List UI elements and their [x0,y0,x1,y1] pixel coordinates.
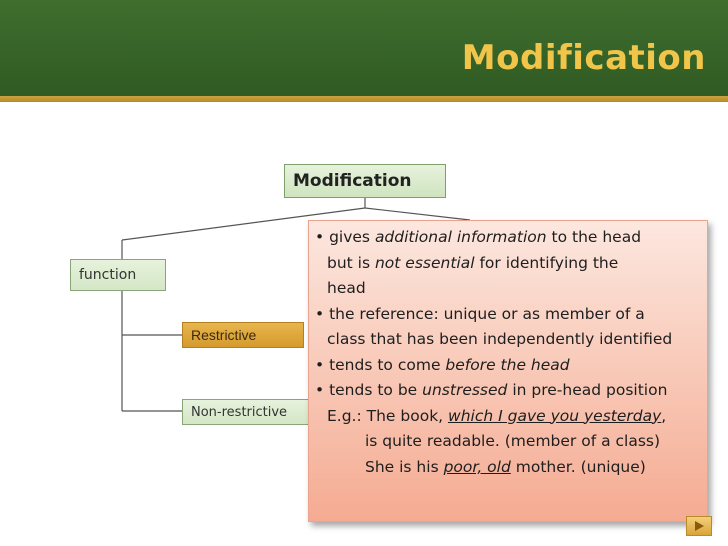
modification-node: Modification [284,164,446,198]
callout-example-line-3: She is his poor, old mother. (unique) [365,457,646,476]
play-triangle-icon [695,521,704,531]
callout-line-3: head [327,279,366,297]
root-right-line [364,207,471,221]
callout-line-4: • the reference: unique or as member of … [315,304,645,323]
next-slide-button[interactable] [686,516,712,536]
restrictive-callout: • gives additional information to the he… [308,220,708,522]
callout-line-7: • tends to be unstressed in pre-head pos… [315,381,668,399]
callout-line-2: but is not essential for identifying the [327,253,619,272]
nonrestrictive-node: Non-restrictive [182,399,310,425]
header-divider [0,96,728,102]
root-left-line [121,207,366,241]
restrictive-node: Restrictive [182,322,304,348]
slide-header [0,0,728,100]
callout-line-6: • tends to come before the head [315,355,570,374]
callout-line-1: • gives additional information to the he… [315,228,642,246]
function-node: function [70,259,166,291]
callout-line-5: class that has been independently identi… [327,330,673,348]
slide-title: Modification [461,38,706,78]
callout-example-line-2: is quite readable. (member of a class) [365,432,661,450]
callout-example-line-1: E.g.: The book, which I gave you yesterd… [327,406,667,425]
